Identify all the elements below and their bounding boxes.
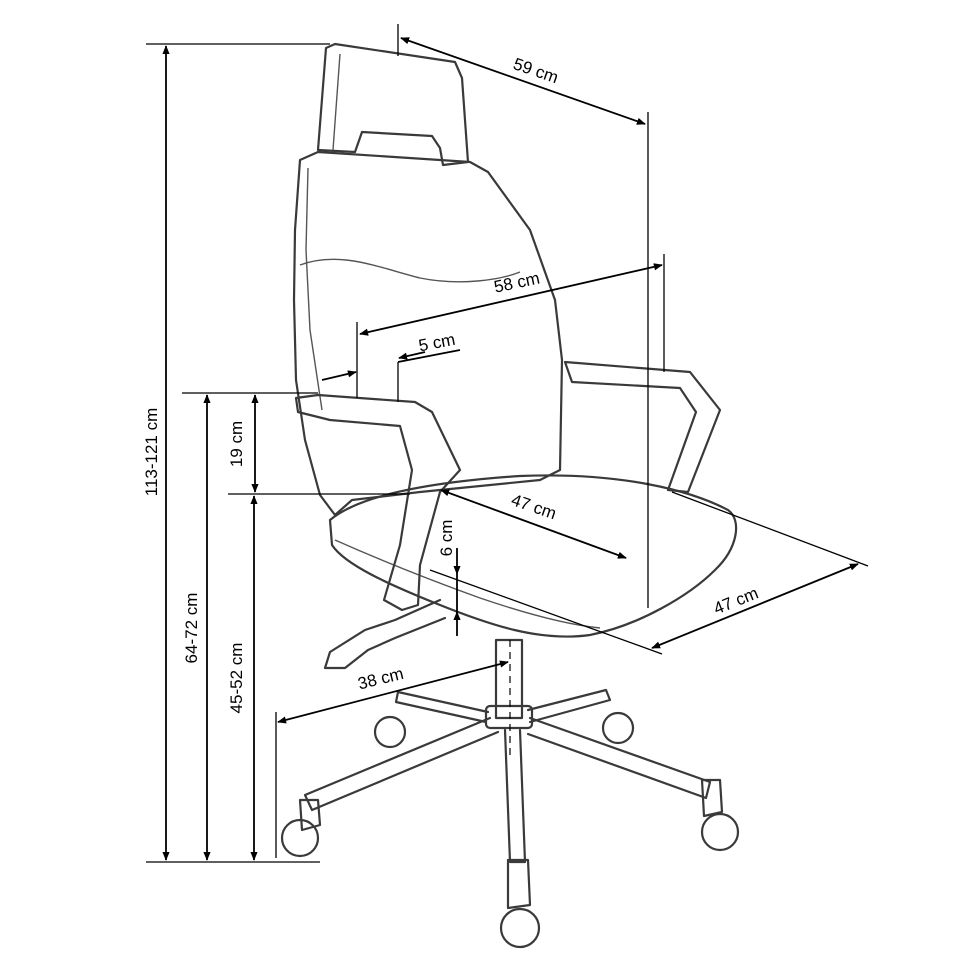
dim-line bbox=[359, 263, 663, 336]
dim-seat-width: 47 cm bbox=[429, 491, 869, 655]
label-width-top: 59 cm bbox=[511, 54, 561, 87]
dim-line bbox=[321, 370, 357, 381]
caster-front-fork bbox=[506, 858, 532, 910]
label-seat-floor-height: 45-52 cm bbox=[227, 643, 246, 714]
backrest bbox=[292, 150, 564, 517]
caster-front-left-fork bbox=[298, 798, 322, 832]
base-leg-back-left bbox=[394, 690, 490, 724]
dim-line bbox=[651, 563, 859, 649]
right-armrest bbox=[563, 360, 722, 494]
backrest-side-line bbox=[305, 167, 323, 411]
chair-drawing bbox=[280, 42, 740, 949]
dim-seat-floor-height: 45-52 cm bbox=[227, 495, 258, 861]
left-armrest bbox=[294, 393, 462, 612]
label-base-radius: 38 cm bbox=[356, 664, 406, 694]
dim-line bbox=[397, 349, 461, 363]
caster-front-right-fork bbox=[700, 778, 724, 818]
dim-total-height: 113-121 cm bbox=[142, 43, 330, 863]
caster-front bbox=[499, 907, 541, 949]
dim-base-radius: 38 cm bbox=[275, 640, 511, 858]
dim-line bbox=[398, 351, 426, 360]
caster-front-left bbox=[280, 818, 320, 858]
seat-front-edge bbox=[334, 539, 601, 629]
headrest-inner-line bbox=[332, 53, 341, 151]
chair-base bbox=[303, 688, 712, 864]
tilt-lever bbox=[323, 598, 447, 670]
label-seat-thickness: 6 cm bbox=[437, 520, 456, 557]
base-leg-right bbox=[526, 716, 712, 800]
dim-seat-depth: 47 cm bbox=[440, 489, 627, 559]
dimensions: 113-121 cm 64-72 cm 19 cm 45-52 cm 59 cm bbox=[142, 24, 869, 863]
backrest-seam bbox=[299, 258, 521, 283]
base-leg-back-right bbox=[526, 688, 612, 724]
label-armrest-floor-height: 64-72 cm bbox=[182, 593, 201, 664]
base-leg-front bbox=[503, 728, 527, 864]
dim-backrest-width: 58 cm bbox=[356, 254, 665, 398]
dim-armrest-floor-height: 64-72 cm bbox=[182, 392, 318, 861]
label-backrest-width: 58 cm bbox=[492, 269, 541, 297]
dim-line bbox=[277, 660, 509, 724]
headrest bbox=[316, 42, 470, 167]
ext-line bbox=[429, 569, 663, 655]
dim-armrest-above-seat: 19 cm bbox=[227, 394, 410, 495]
base-leg-left bbox=[303, 716, 500, 812]
dim-line bbox=[440, 489, 627, 559]
dim-backrest-thickness: 5 cm bbox=[321, 330, 461, 402]
label-armrest-above-seat: 19 cm bbox=[227, 421, 246, 467]
label-total-height: 113-121 cm bbox=[142, 408, 161, 497]
ext-line bbox=[671, 491, 869, 567]
dim-line bbox=[400, 37, 646, 125]
caster-back-left bbox=[373, 715, 407, 749]
caster-back-right bbox=[601, 711, 635, 745]
dim-seat-thickness: 6 cm bbox=[437, 520, 461, 636]
caster-front-right bbox=[700, 812, 740, 852]
